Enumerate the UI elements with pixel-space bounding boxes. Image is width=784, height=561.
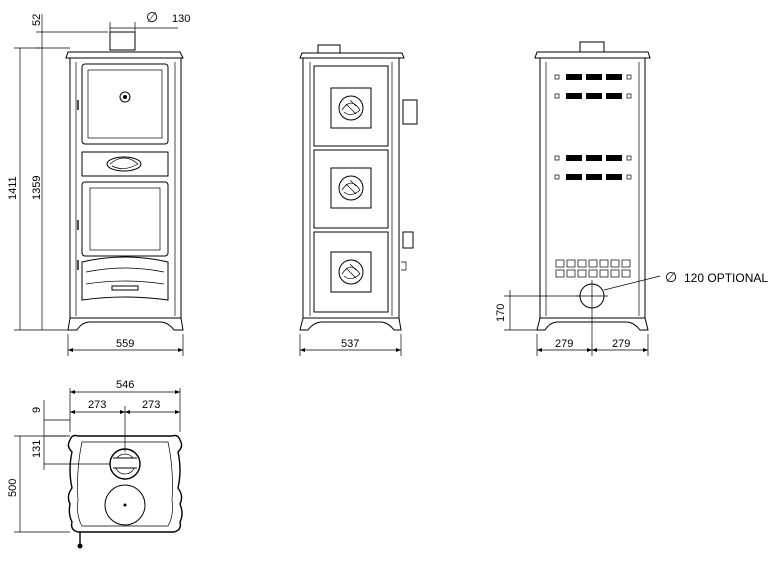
plan-width-label: 546: [116, 379, 134, 391]
plan-outline: [67, 434, 183, 533]
front-ash-drawer-handle: [111, 285, 139, 291]
side-base: [299, 317, 402, 331]
rear-columns: [545, 62, 640, 316]
front-view: [65, 31, 184, 331]
front-logo-emblem: [106, 156, 142, 172]
front-body-outline: [69, 58, 182, 318]
front-middle-panel: [81, 151, 169, 177]
side-rear-knob: [401, 261, 407, 271]
plan-half-right-label: 273: [142, 399, 160, 411]
side-width-label: 537: [341, 338, 359, 350]
side-rear-outlet-top: [402, 99, 418, 125]
front-side-columns: [75, 62, 176, 316]
flue-diameter-symbol: ∅: [146, 9, 158, 25]
plan-half-left-label: 273: [88, 399, 106, 411]
front-oven-door: [81, 63, 169, 145]
plan-offset-label: 9: [31, 407, 43, 413]
side-rear-outlet-bottom: [402, 231, 414, 249]
front-base: [67, 317, 184, 331]
front-logo-swirl: [109, 157, 139, 169]
front-top-plate: [65, 51, 184, 59]
plan-depth-label: 500: [7, 479, 19, 497]
rear-top-plate: [534, 51, 651, 59]
side-view: [299, 44, 418, 331]
front-oven-knob-icon: [119, 91, 131, 103]
rear-vent-grille-upper: [554, 74, 632, 99]
side-body-outline: [302, 58, 400, 318]
plan-dimensions: 546 273 273 9 131 500: [7, 379, 181, 533]
front-fire-door-glass: [89, 187, 161, 251]
front-ash-drawer: [81, 256, 169, 301]
rear-half-right-label: 279: [612, 338, 630, 350]
side-tile-1: [330, 87, 372, 129]
side-flue-pipe: [317, 44, 341, 54]
front-fire-door: [81, 181, 169, 257]
front-flue-pipe: [109, 31, 136, 51]
rear-vent-grille-lower: [555, 259, 631, 278]
front-width-label: 559: [116, 338, 134, 350]
side-top-plate: [299, 52, 405, 59]
rear-body-outline: [539, 58, 646, 318]
front-ash-drawer-lines: [85, 267, 165, 285]
rear-dimensions: ∅ 120 OPTIONAL 170 279 279: [495, 269, 768, 356]
body-height-label: 1359: [31, 176, 43, 200]
rear-view: [534, 41, 651, 331]
side-panel-3: [313, 231, 389, 313]
rear-base: [536, 317, 649, 331]
plan-flue-offset-label: 131: [31, 440, 43, 458]
rear-flue-pipe: [579, 41, 605, 53]
front-dimensions: ∅ 130 52 1411 1359 559: [7, 9, 190, 356]
side-tile-3: [330, 251, 372, 293]
plan-hob-plate: [104, 484, 146, 526]
optional-inlet-diameter-symbol: ∅: [665, 269, 677, 285]
rear-vent-grille-middle: [554, 155, 632, 180]
front-oven-door-inner: [87, 69, 163, 139]
plan-inner-outline: [77, 441, 173, 527]
flue-diameter-value: 130: [172, 13, 190, 25]
total-height-label: 1411: [7, 176, 19, 200]
rear-half-left-label: 279: [555, 338, 573, 350]
optional-inlet-label: 120 OPTIONAL: [684, 271, 768, 285]
side-dimensions: 537: [299, 334, 402, 356]
front-oven-knob-center: [123, 95, 127, 99]
top-cap-height-label: 52: [31, 14, 43, 26]
side-panel-2: [313, 149, 389, 229]
plan-view: [67, 434, 183, 549]
side-tile-2: [330, 167, 372, 209]
side-columns: [309, 62, 393, 316]
side-panel-1: [313, 65, 389, 147]
rear-inlet-height-label: 170: [495, 304, 507, 322]
